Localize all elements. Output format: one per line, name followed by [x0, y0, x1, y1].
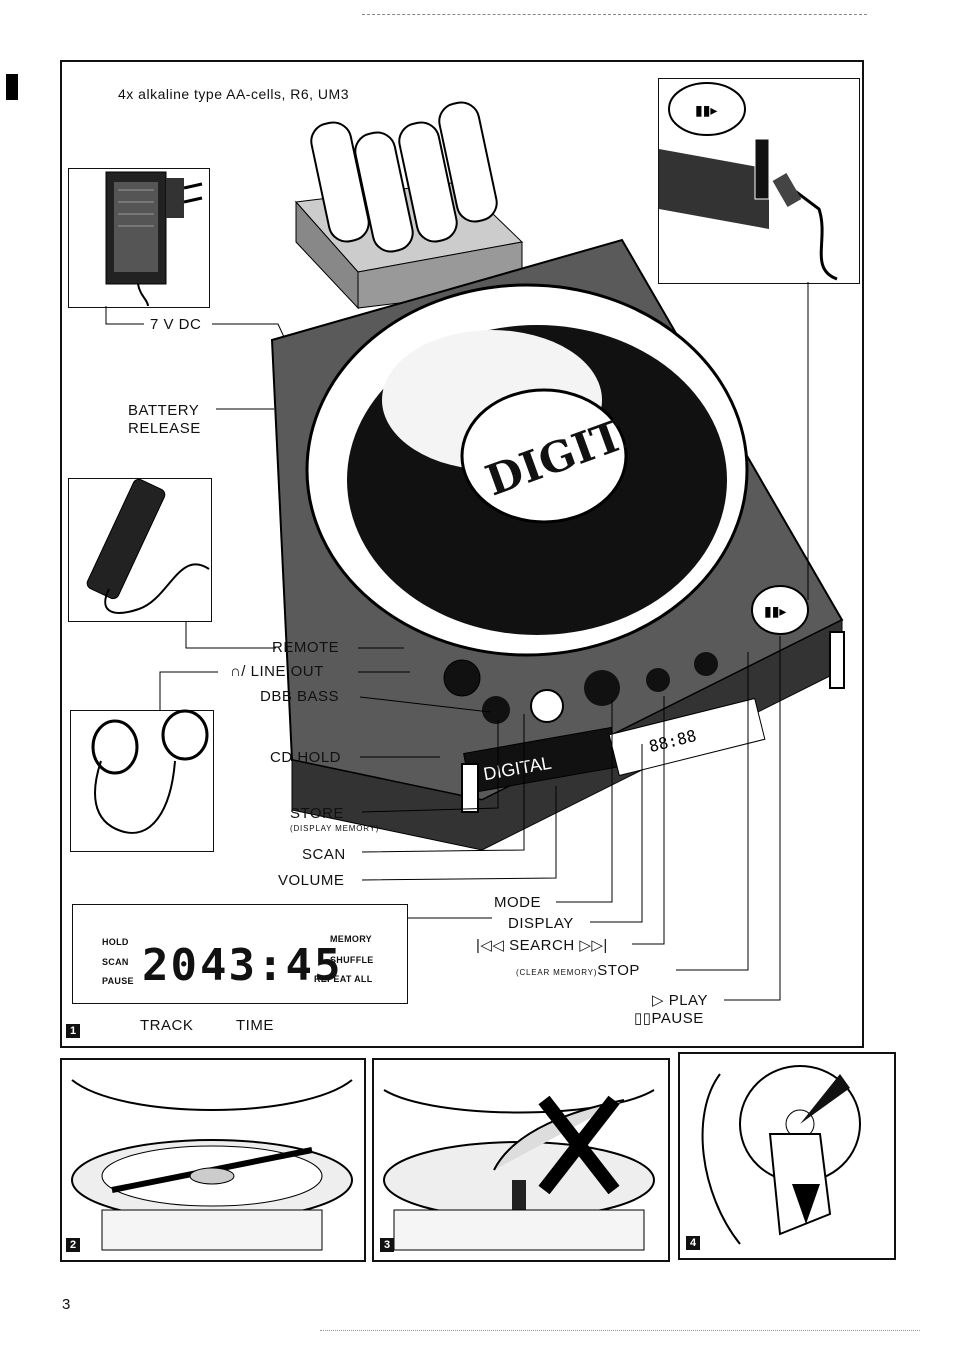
battery-release-label-1: BATTERY: [128, 402, 200, 419]
cd-player-illustration: DIGITAL ▮▮▸ DIGITAL 88:88: [270, 238, 845, 851]
earphones-illustration: [91, 709, 209, 834]
stop-text: STOP: [597, 962, 640, 979]
adapter-illustration: [105, 171, 203, 307]
next-search-icon: ▷▷|: [574, 937, 608, 954]
stop-prefix: (CLEAR MEMORY): [516, 968, 598, 977]
volume-label: VOLUME: [278, 872, 345, 889]
play-label: ▷ PLAY: [652, 992, 708, 1009]
figure-number-1: 1: [66, 1024, 80, 1038]
margin-tab-marker: [6, 74, 18, 100]
stop-label: (CLEAR MEMORY)STOP: [516, 962, 640, 981]
store-label: STORE: [290, 805, 344, 822]
lcd-hold: HOLD: [102, 937, 129, 947]
previous-search-icon: |◁◁: [476, 937, 510, 954]
lcd-time-digits: 43:45: [200, 940, 343, 991]
figure-number-4: 4: [686, 1236, 700, 1250]
holding-disc-illustration: [701, 1065, 861, 1245]
lcd-memory: MEMORY: [330, 934, 372, 944]
line-out-text: / LINE OUT: [241, 663, 324, 680]
pause-bars-icon: ▯▯: [634, 1010, 652, 1027]
track-label: TRACK: [140, 1017, 194, 1034]
battery-tray-illustration: [294, 101, 524, 310]
dc-label: 7 V DC: [150, 316, 202, 333]
mode-label: MODE: [494, 894, 541, 911]
svg-text:▮▮▸: ▮▮▸: [764, 604, 786, 620]
lcd-repeat-all: REPEAT ALL: [314, 974, 373, 984]
lcd-track-digits: 20: [142, 940, 199, 991]
time-label: TIME: [236, 1017, 274, 1034]
line-out-label: ∩/ LINE OUT: [230, 663, 324, 680]
store-sublabel: (DISPLAY MEMORY): [290, 824, 380, 833]
top-rule: [362, 14, 867, 15]
cd-hold-label: CD HOLD: [270, 749, 342, 766]
lcd-scan: SCAN: [102, 957, 129, 967]
no-cross-icon: [538, 1095, 620, 1195]
pause-label: ▯▯PAUSE: [634, 1010, 704, 1027]
svg-text:▮▮▸: ▮▮▸: [695, 103, 717, 119]
wrong-handling-illustration: [383, 1089, 655, 1251]
pause-text: PAUSE: [651, 1010, 704, 1027]
page-number: 3: [62, 1296, 71, 1313]
remote-illustration: [86, 478, 210, 614]
figure-number-2: 2: [66, 1238, 80, 1252]
search-text: SEARCH: [509, 937, 575, 954]
battery-caption: 4x alkaline type AA-cells, R6, UM3: [118, 86, 349, 102]
remote-label: REMOTE: [272, 639, 340, 656]
battery-release-label-2: RELEASE: [128, 420, 201, 437]
search-label: |◁◁ SEARCH ▷▷|: [476, 937, 608, 954]
figure-number-3: 3: [380, 1238, 394, 1252]
lcd-panel: [72, 904, 408, 1004]
disc-tray-illustration: [71, 1079, 353, 1251]
play-text: PLAY: [668, 992, 708, 1009]
play-triangle-icon: ▷: [652, 992, 669, 1009]
lcd-pause: PAUSE: [102, 976, 134, 986]
display-label: DISPLAY: [508, 915, 574, 932]
side-jack-illustration: ▮▮▸: [659, 82, 838, 281]
dbb-bass-label: DBB BASS: [260, 688, 340, 705]
headphone-icon: ∩: [230, 663, 242, 680]
lcd-shuffle: SHUFFLE: [330, 955, 374, 965]
bottom-scan-noise: [320, 1330, 920, 1331]
scan-label: SCAN: [302, 846, 346, 863]
